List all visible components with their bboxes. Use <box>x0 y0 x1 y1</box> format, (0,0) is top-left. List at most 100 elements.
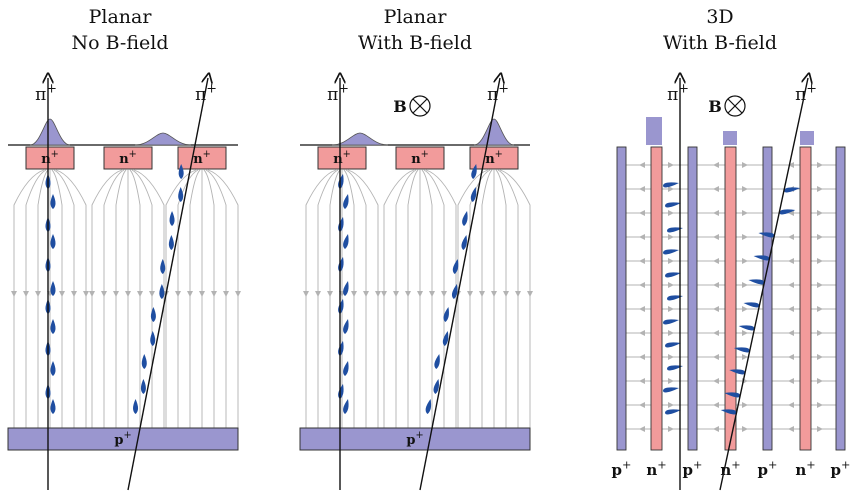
field-arrow-3d-3-1b <box>668 234 674 240</box>
signal-bar-3d-2 <box>800 131 814 145</box>
field-arrow-3d-2-1a <box>639 210 645 216</box>
field-arrow-p1-e0-5 <box>71 291 77 297</box>
drop-3d-right-9 <box>724 392 741 398</box>
field-line-p1-e1-1 <box>103 169 125 428</box>
field-arrow-3d-4-5a <box>788 258 794 264</box>
n-plus-implant-2-0 <box>317 146 367 170</box>
drop-right-1-8 <box>141 354 147 369</box>
field-arrow-3d-8-1b <box>668 354 674 360</box>
drop-left-1-1 <box>50 194 56 209</box>
field-arrow-p2-e0-1 <box>315 291 321 297</box>
drop-3d-right-3 <box>753 255 770 261</box>
drop-3d-left-4 <box>665 272 681 278</box>
n-plus-implant-1-2 <box>177 146 227 170</box>
drop-right-2-3 <box>461 235 467 250</box>
field-line-p2-e0-0 <box>305 169 337 428</box>
field-arrow-3d-3-5a <box>788 234 794 240</box>
field-line-p1-e0-1 <box>25 169 47 428</box>
field-arrow-3d-0-1b <box>668 162 674 168</box>
field-arrow-3d-8-3a <box>713 354 719 360</box>
drop-right-2-8 <box>434 354 440 369</box>
field-arrow-3d-10-1a <box>639 402 645 408</box>
p-plus-column-label-6: p+ <box>831 458 851 479</box>
field-arrow-p1-e2-2 <box>187 291 193 297</box>
field-arrow-3d-2-3a <box>713 210 719 216</box>
field-line-p2-e1-2 <box>407 169 419 428</box>
field-arrow-p2-e0-4 <box>351 291 357 297</box>
field-arrow-3d-5-5b <box>817 282 823 288</box>
tracks-layer <box>48 78 808 491</box>
field-line-p2-e2-4 <box>495 169 507 428</box>
field-line-p1-e1-6 <box>133 169 165 428</box>
field-arrow-3d-3-5b <box>817 234 823 240</box>
drop-3d-left-1 <box>665 202 681 208</box>
signal-layer <box>29 117 814 146</box>
drop-right-1-7 <box>150 331 156 346</box>
field-arrow-p2-e1-3 <box>417 291 423 297</box>
field-arrow-3d-5-1b <box>668 282 674 288</box>
field-arrow-3d-9-3a <box>713 378 719 384</box>
field-arrow-3d-0-5a <box>788 162 794 168</box>
drop-3d-right-0 <box>784 187 801 193</box>
drop-right-2-4 <box>452 259 459 274</box>
field-arrow-p2-e2-4 <box>503 291 509 297</box>
field-arrow-p1-e2-5 <box>223 291 229 297</box>
signal-2-left-hump <box>331 132 389 146</box>
drop-3d-left-5 <box>667 295 683 301</box>
p-plus-label-2: p+ <box>406 430 423 448</box>
field-arrow-3d-3-3a <box>713 234 719 240</box>
field-line-p2-e2-1 <box>469 169 491 428</box>
field-arrow-3d-11-1b <box>668 426 674 432</box>
field-arrow-3d-1-1a <box>639 186 645 192</box>
field-arrow-3d-8-3b <box>742 354 748 360</box>
field-arrow-3d-0-5b <box>817 162 823 168</box>
field-arrow-3d-11-5a <box>788 426 794 432</box>
field-line-p2-e2-6 <box>499 169 531 428</box>
field-arrow-3d-1-1b <box>668 186 674 192</box>
panel2-title-line1: Planar <box>383 6 447 28</box>
field-arrow-3d-4-3b <box>742 258 748 264</box>
panel1-title: Planar No B-field <box>20 4 220 56</box>
bfield-symbol-3d-label: B <box>708 97 722 116</box>
n-plus-label-2-0: n+ <box>333 149 351 167</box>
bfield-symbol-2-label: B <box>393 97 407 116</box>
field-arrow-3d-4-3a <box>713 258 719 264</box>
field-arrow-p1-e1-0 <box>89 291 95 297</box>
field-line-p2-e1-4 <box>421 169 433 428</box>
field-line-p1-e0-5 <box>53 169 75 428</box>
field-arrow-3d-7-1a <box>639 330 645 336</box>
p-plus-column-2 <box>687 146 698 451</box>
field-arrow-p1-e2-3 <box>199 291 205 297</box>
n-plus-column-3 <box>724 146 737 451</box>
field-arrow-3d-0-3a <box>713 162 719 168</box>
drop-left-1-9 <box>50 361 56 376</box>
field-arrow-3d-4-1b <box>668 258 674 264</box>
field-arrow-p1-e1-5 <box>149 291 155 297</box>
field-arrow-p2-e1-2 <box>405 291 411 297</box>
panel3-title-line1: 3D <box>706 6 734 28</box>
drop-3d-right-2 <box>758 232 775 238</box>
bfield-symbol-3d-cross-b <box>727 98 743 114</box>
field-line-p1-e1-0 <box>91 169 123 428</box>
pion-track-slanted-2 <box>419 78 500 491</box>
field-line-p1-e1-5 <box>131 169 153 428</box>
field-arrow-3d-3-1a <box>639 234 645 240</box>
field-arrow-p2-e1-5 <box>441 291 447 297</box>
field-line-p2-e2-5 <box>497 169 519 428</box>
drop-left-2-2 <box>338 217 344 232</box>
field-arrow-p2-e0-5 <box>363 291 369 297</box>
p-plus-column-6 <box>835 146 846 451</box>
drop-3d-right-5 <box>743 302 760 308</box>
field-arrow-3d-9-1a <box>639 378 645 384</box>
field-arrow-p2-e0-6 <box>375 291 381 297</box>
field-arrow-3d-6-1a <box>639 306 645 312</box>
drop-left-2-10 <box>338 384 344 399</box>
signal-1-left-peak <box>29 118 71 146</box>
field-lines-layer <box>11 162 845 432</box>
drop-right-2-5 <box>451 284 458 299</box>
field-arrow-3d-4-5b <box>817 258 823 264</box>
pion-track-slanted-3d <box>719 78 808 491</box>
panel3-title: 3D With B-field <box>620 4 820 56</box>
field-line-p1-e0-2 <box>37 169 49 428</box>
